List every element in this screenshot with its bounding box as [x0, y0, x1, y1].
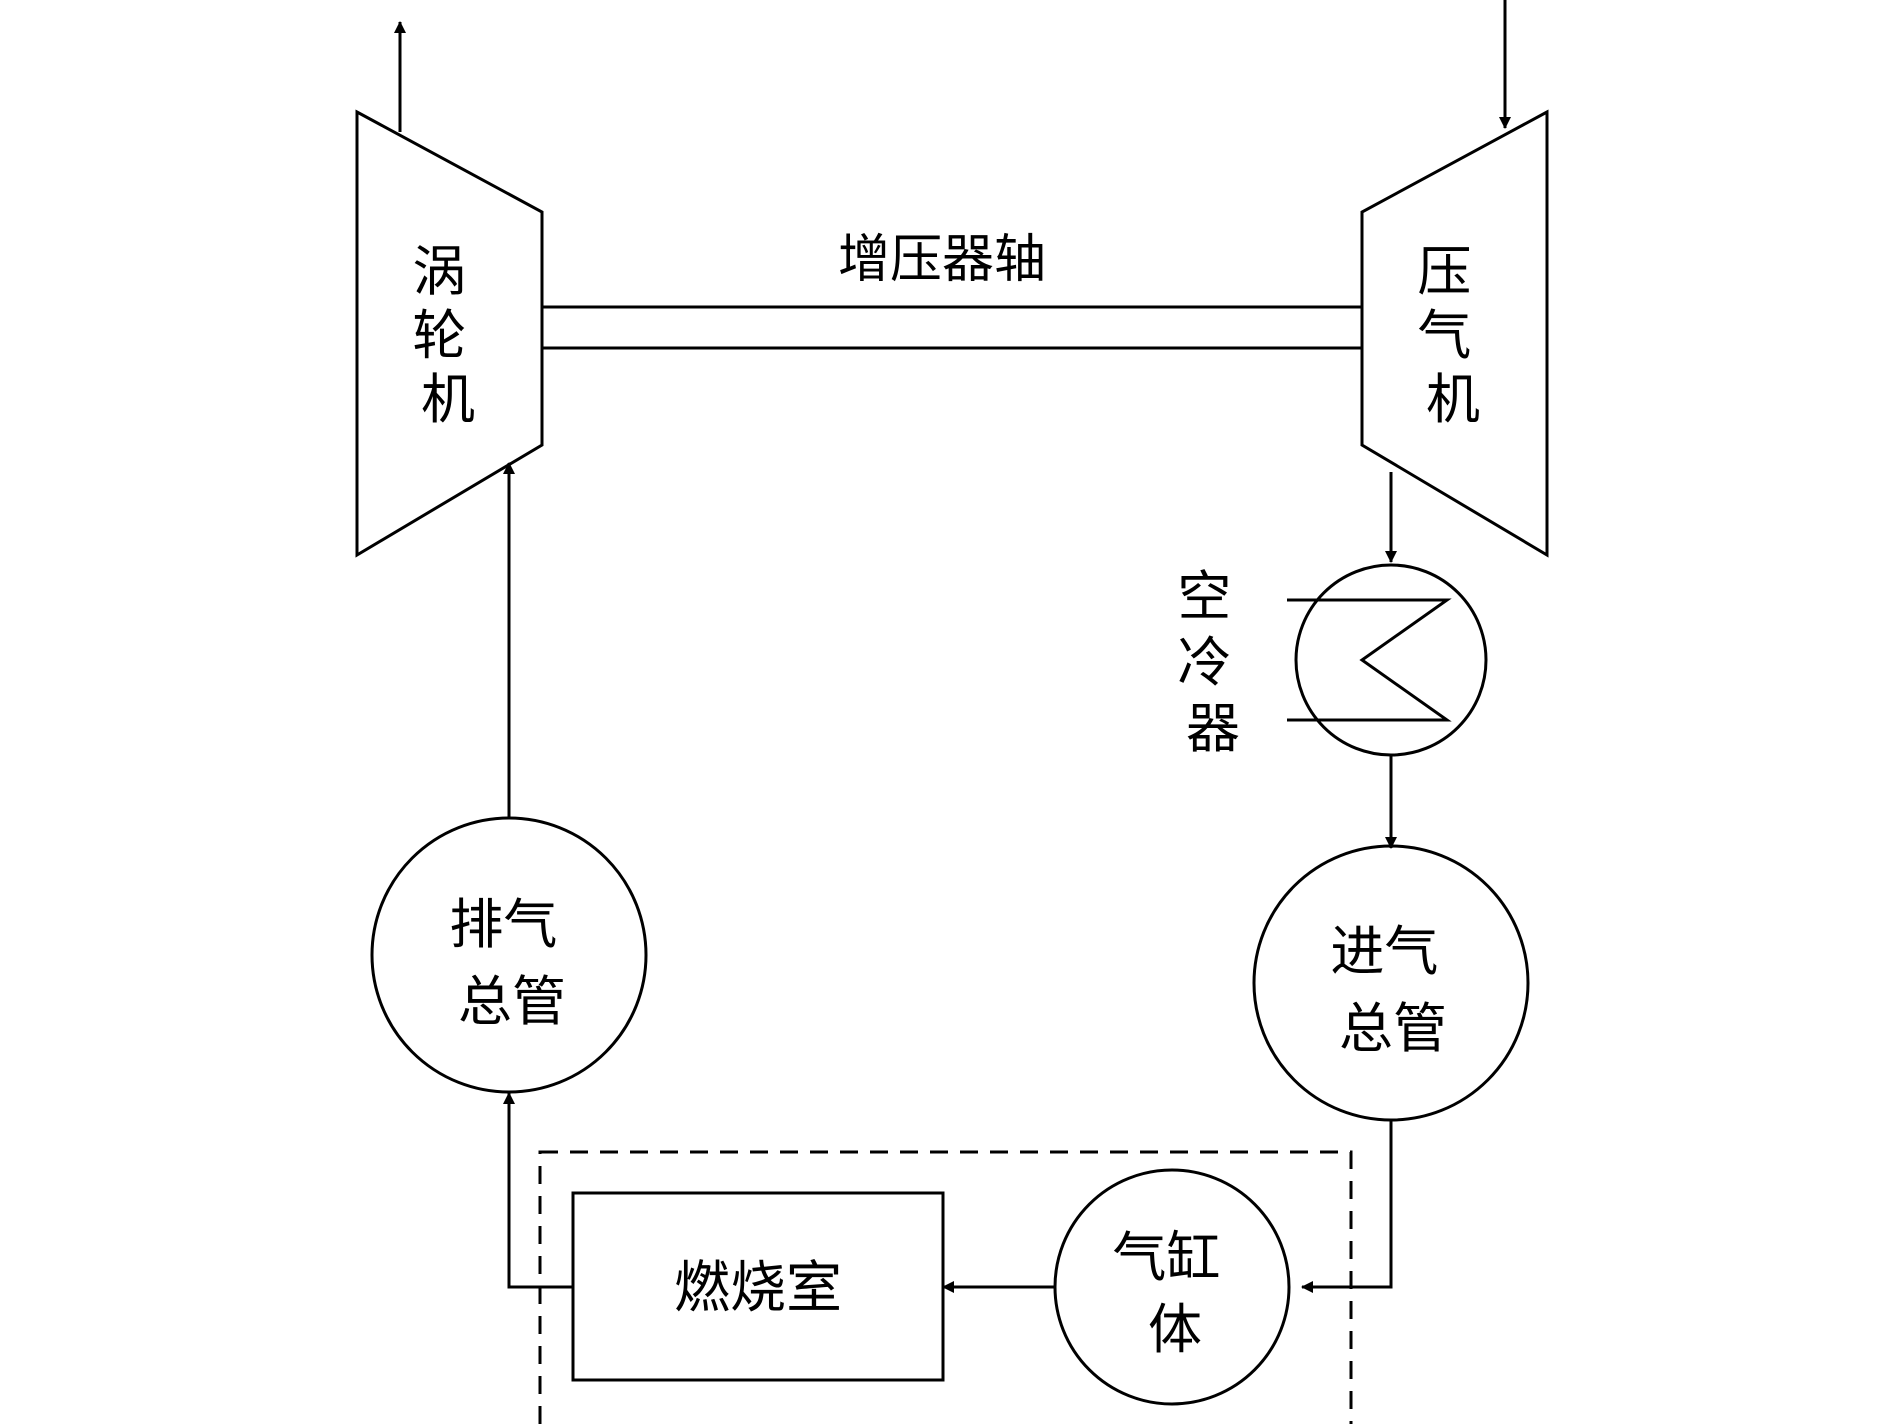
compressor-label: 压 气 机	[1417, 240, 1488, 431]
intercooler-circle	[1294, 563, 1488, 757]
exhaust-manifold-label: 排气 总管	[449, 893, 574, 1033]
intake-to-cylinder-arrow	[1301, 1120, 1393, 1293]
cylinder-label: 气缸 体	[1112, 1226, 1237, 1361]
intake-manifold-label: 进气 总管	[1330, 920, 1455, 1060]
engine-boundary-dashed	[538, 1150, 1353, 1424]
intercooler-label: 空 冷 器	[1177, 565, 1248, 760]
compressor-shape	[1360, 109, 1549, 558]
combustion-chamber-label: 燃烧室	[674, 1256, 842, 1321]
turbine-shape	[355, 109, 544, 558]
intercooler-coil	[1287, 598, 1452, 722]
intake-manifold-circle	[1252, 844, 1530, 1122]
turbine-label: 涡 轮 机	[412, 240, 483, 431]
shaft-label: 增压器轴	[838, 230, 1046, 290]
combustion-to-exhaust-arrow	[503, 1092, 573, 1289]
